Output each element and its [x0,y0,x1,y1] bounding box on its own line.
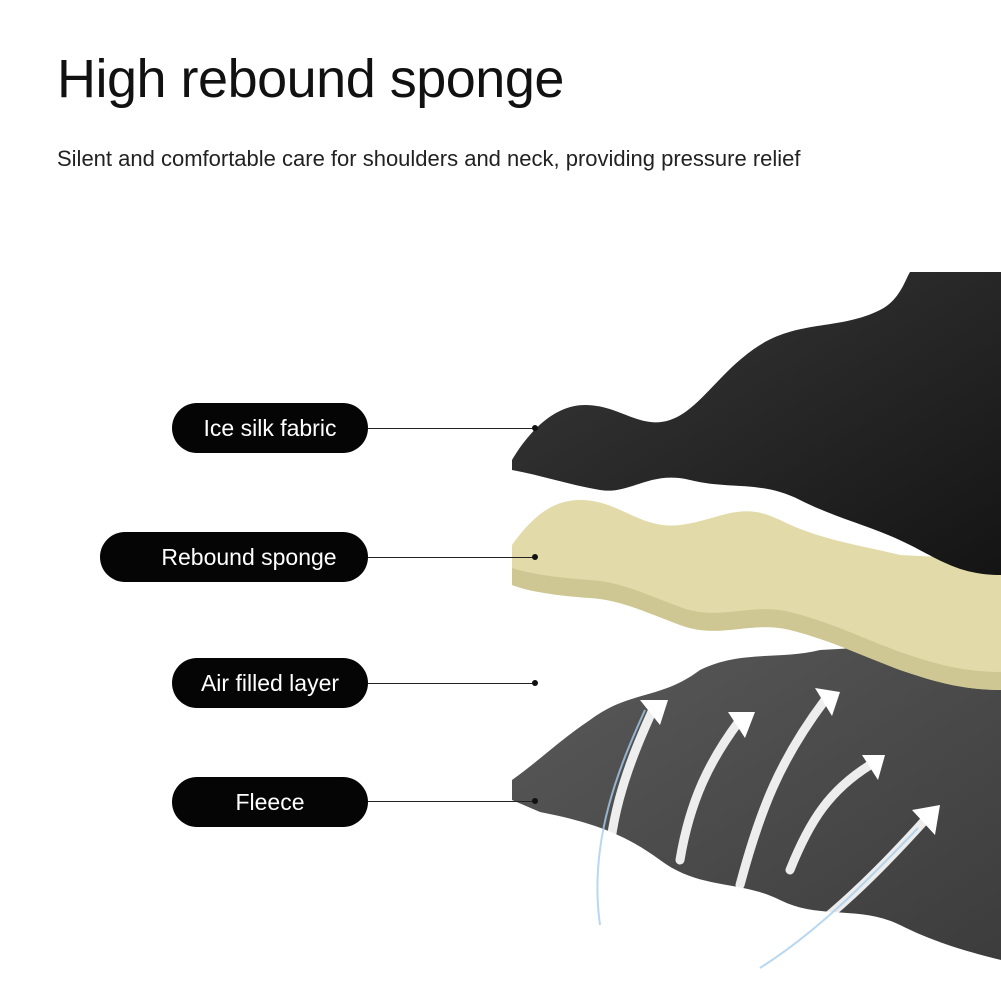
leader-dot [532,680,538,686]
label-air-filled-layer: Air filled layer [172,658,368,708]
leader-line [368,428,535,429]
leader-dot [532,554,538,560]
label-ice-silk-fabric: Ice silk fabric [172,403,368,453]
leader-dot [532,425,538,431]
leader-line [368,683,535,684]
ice-silk-layer [512,272,1001,575]
label-rebound-sponge: Rebound sponge [100,532,368,582]
page-title: High rebound sponge [57,49,564,109]
subtitle: Silent and comfortable care for shoulder… [57,146,801,171]
leader-dot [532,798,538,804]
fleece-layer [512,640,1001,960]
rebound-sponge-layer [512,500,1001,690]
leader-line [368,801,535,802]
leader-line [368,557,535,558]
label-fleece: Fleece [172,777,368,827]
